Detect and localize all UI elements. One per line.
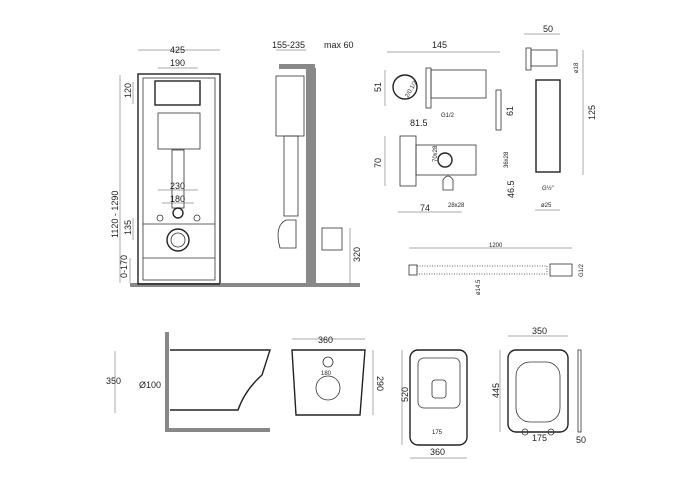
dim-side-outlet-height: 320	[352, 247, 362, 262]
cistern	[157, 112, 201, 150]
dim-mixer-height-top: 51	[373, 82, 383, 92]
dim-size-a: 70x28	[433, 145, 439, 162]
dim-plate-height: 120	[123, 83, 133, 98]
dim-outlet-dia: Ø100	[139, 380, 161, 390]
dim-depth-range: 155-235	[272, 40, 305, 50]
dim-bracket: 50	[543, 24, 553, 34]
dim-mixer-height-bottom: 70	[373, 158, 383, 168]
dim-toilet-height: 350	[106, 376, 121, 386]
shower-head-drawing: 50 125 ø18 ø25 G½"	[524, 24, 597, 211]
dim-top-bolts: 175	[432, 430, 443, 436]
dim-hose-length: 1200	[489, 243, 503, 249]
dim-size-b: 36x28	[504, 151, 510, 168]
dim-wall-max: max 60	[324, 40, 354, 50]
dim-hose-thread: G1/2	[579, 263, 585, 277]
dim-frame-width: 425	[170, 45, 185, 55]
dim-seat-hinges: 175	[532, 433, 547, 443]
dim-frame-height: 1120 - 1290	[110, 191, 120, 238]
hose-drawing: 1200 ø14.5 G1/2	[408, 243, 585, 295]
dim-seat-length: 445	[491, 383, 501, 398]
dim-back-width: 360	[318, 335, 333, 345]
dim-top-length: 520	[400, 387, 410, 402]
outlet-pipe	[166, 228, 190, 252]
dim-back-height: 290	[375, 376, 385, 391]
dim-back-bolts: 180	[321, 371, 332, 377]
dim-shower-thread: G½"	[542, 185, 554, 192]
dim-plate-width: 190	[170, 58, 185, 68]
dim-dia-top: ø18	[574, 62, 580, 73]
dim-seat-width: 350	[532, 326, 547, 336]
wall	[306, 68, 316, 284]
dim-mixer-length: 145	[432, 40, 447, 50]
dim-mixer-depth: 74	[420, 203, 430, 213]
dim-seat-thickness: 50	[576, 435, 586, 445]
dim-hose-dia: ø14.5	[476, 279, 482, 295]
frame-front-view: 425 190 120 1120 - 1290 230 180 135 0-17…	[110, 45, 320, 287]
dim-bolt-outer: 230	[170, 181, 185, 191]
dim-mixer-thread: G1/2	[441, 113, 455, 119]
toilet-side-view: 350 Ø100	[106, 332, 271, 432]
toilet-back-view: 360 180 290	[291, 335, 385, 416]
mixer-drawings: 145 51 G1/2 81.5 61 70 74 46.5 70x28 36x…	[373, 40, 516, 213]
dim-shower-length: 125	[587, 105, 597, 120]
dim-outlet-height: 135	[123, 220, 133, 235]
dim-top-width: 360	[430, 447, 445, 457]
frame-side-view: 155-235 max 60 320	[220, 40, 362, 287]
dim-size-c: 28x28	[448, 203, 465, 209]
dim-leg-range: 0-170	[119, 255, 129, 278]
dim-holder: 46.5	[506, 180, 516, 198]
seat-view: 350 445 175 50	[491, 326, 586, 445]
flush-plate-mount	[154, 80, 201, 106]
dim-lever: 61	[505, 106, 515, 116]
dim-bolt-inner: 180	[170, 194, 185, 204]
dim-dia-bottom: ø25	[541, 203, 552, 209]
dim-inlet-offset: 81.5	[410, 118, 428, 128]
toilet-top-view: 520 175 360	[400, 349, 468, 459]
